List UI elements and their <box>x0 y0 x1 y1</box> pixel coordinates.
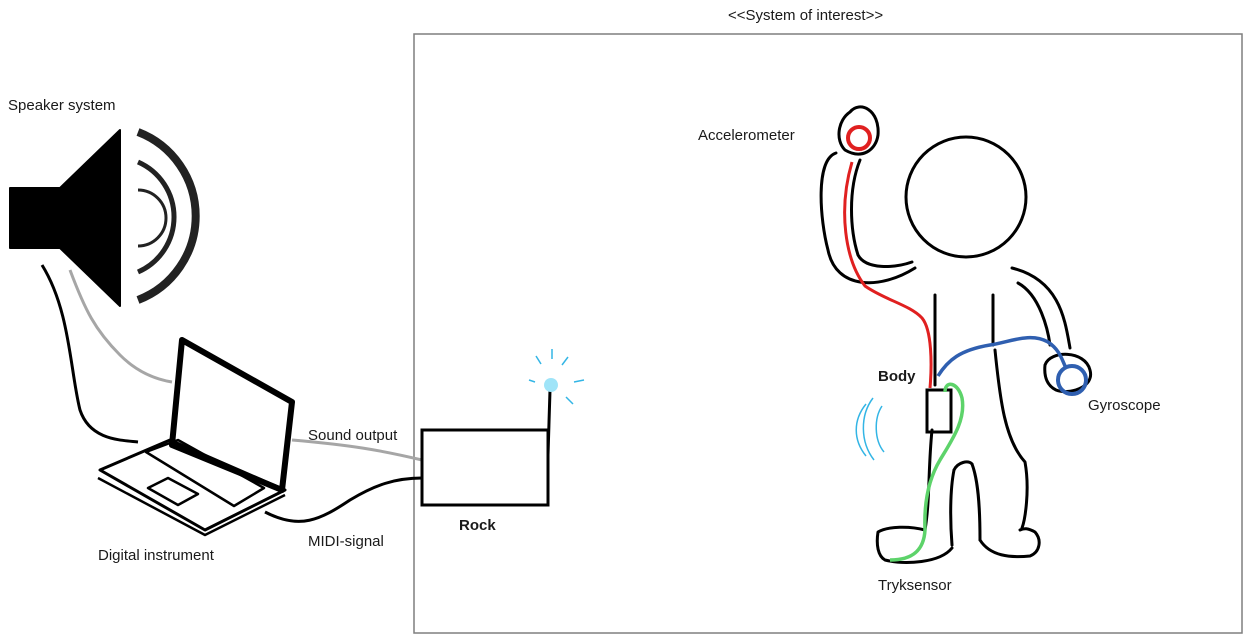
speaker-cable-gray <box>68 269 173 384</box>
midi-signal-cable <box>264 476 423 523</box>
accelerometer-wire <box>843 161 933 389</box>
gyroscope-label: Gyroscope <box>1088 397 1161 414</box>
body-label: Body <box>878 368 916 385</box>
accelerometer-label: Accelerometer <box>698 127 795 144</box>
person-figure <box>819 105 1092 564</box>
tryksensor-wire <box>889 382 965 562</box>
sound-output-cable <box>291 438 423 462</box>
system-boundary <box>413 33 1243 634</box>
gyroscope-wire <box>936 336 1068 377</box>
body-wireless-icon <box>855 397 885 461</box>
speaker-icon <box>9 128 200 307</box>
wireless-signal-icon <box>528 349 585 405</box>
laptop-icon <box>97 337 295 537</box>
speaker-system-label: Speaker system <box>8 97 116 114</box>
system-of-interest-label: <<System of interest>> <box>728 7 884 24</box>
rock-box <box>420 428 550 507</box>
antenna-light-icon <box>544 378 558 392</box>
body-sensor-box <box>925 388 953 434</box>
rock-antenna <box>546 389 552 456</box>
digital-instrument-label: Digital instrument <box>98 547 214 564</box>
tryksensor-label: Tryksensor <box>878 577 952 594</box>
sound-output-label: Sound output <box>308 427 398 444</box>
gyroscope-sensor-icon <box>1056 364 1088 396</box>
midi-signal-label: MIDI-signal <box>308 533 384 550</box>
accelerometer-sensor-icon <box>846 125 872 151</box>
speaker-cable-black <box>40 264 139 444</box>
rock-label: Rock <box>459 517 496 534</box>
